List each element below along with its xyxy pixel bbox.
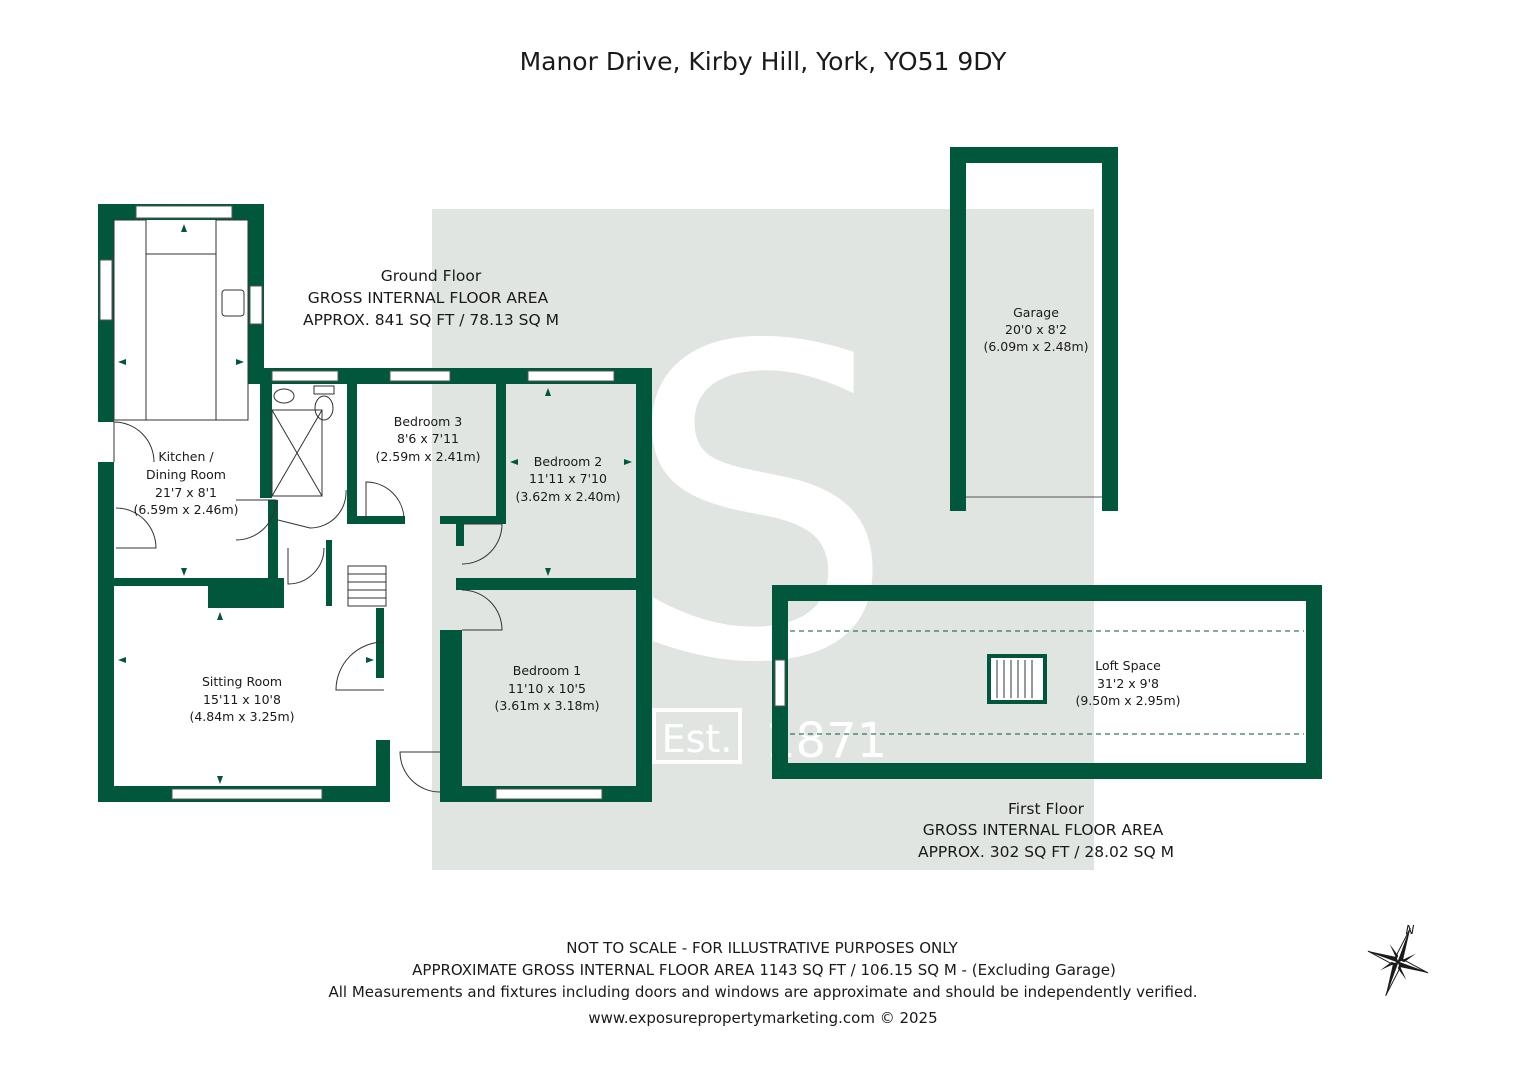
watermark: S Est. 1871	[432, 209, 1094, 870]
svg-text:Bedroom 1: Bedroom 1	[513, 663, 581, 678]
loft-walls	[772, 585, 1322, 779]
loft-hatch	[987, 654, 1047, 704]
svg-text:21'7 x 8'1: 21'7 x 8'1	[155, 485, 217, 500]
watermark-background	[432, 209, 1094, 870]
svg-text:15'11 x 10'8: 15'11 x 10'8	[203, 692, 281, 707]
loft-window	[774, 659, 786, 707]
footer-notes: NOT TO SCALE - FOR ILLUSTRATIVE PURPOSES…	[328, 939, 1197, 1027]
footer-disclaimer: NOT TO SCALE - FOR ILLUSTRATIVE PURPOSES…	[566, 939, 958, 957]
svg-text:(6.09m x 2.48m): (6.09m x 2.48m)	[983, 339, 1088, 354]
watermark-est: Est.	[662, 717, 733, 761]
svg-text:Kitchen /: Kitchen /	[158, 449, 214, 464]
room-label-bedroom1: Bedroom 1 11'10 x 10'5 (3.61m x 3.18m)	[494, 663, 599, 713]
svg-text:APPROX. 302 SQ FT / 28.02 SQ M: APPROX. 302 SQ FT / 28.02 SQ M	[918, 843, 1174, 861]
svg-text:11'11 x 7'10: 11'11 x 7'10	[529, 471, 607, 486]
room-label-bedroom3: Bedroom 3 8'6 x 7'11 (2.59m x 2.41m)	[375, 414, 480, 464]
svg-text:Loft Space: Loft Space	[1095, 658, 1161, 673]
svg-text:20'0 x 8'2: 20'0 x 8'2	[1005, 322, 1067, 337]
compass-icon	[1367, 927, 1429, 997]
svg-text:Garage: Garage	[1013, 305, 1059, 320]
svg-text:31'2 x 9'8: 31'2 x 9'8	[1097, 676, 1159, 691]
svg-text:(6.59m x 2.46m): (6.59m x 2.46m)	[133, 502, 238, 517]
svg-text:Bedroom 2: Bedroom 2	[534, 454, 602, 469]
ground-floor-fixtures	[113, 219, 503, 793]
room-label-sitting: Sitting Room 15'11 x 10'8 (4.84m x 3.25m…	[189, 674, 294, 724]
svg-text:APPROX. 841 SQ FT / 78.13 SQ M: APPROX. 841 SQ FT / 78.13 SQ M	[303, 311, 559, 329]
svg-text:(9.50m x 2.95m): (9.50m x 2.95m)	[1075, 693, 1180, 708]
footer-measurements-note: All Measurements and fixtures including …	[328, 983, 1197, 1001]
garage-walls	[950, 147, 1118, 511]
svg-text:8'6 x 7'11: 8'6 x 7'11	[397, 431, 459, 446]
footer-total-area: APPROXIMATE GROSS INTERNAL FLOOR AREA 11…	[412, 961, 1116, 979]
svg-text:(2.59m x 2.41m): (2.59m x 2.41m)	[375, 449, 480, 464]
svg-text:Dining Room: Dining Room	[146, 467, 226, 482]
svg-text:Bedroom 3: Bedroom 3	[394, 414, 462, 429]
ground-floor-label: Ground Floor GROSS INTERNAL FLOOR AREA A…	[303, 267, 559, 329]
room-label-garage: Garage 20'0 x 8'2 (6.09m x 2.48m)	[983, 305, 1088, 354]
svg-text:11'10 x 10'5: 11'10 x 10'5	[508, 681, 586, 696]
room-label-bedroom2: Bedroom 2 11'11 x 7'10 (3.62m x 2.40m)	[515, 454, 620, 504]
svg-text:GROSS INTERNAL FLOOR AREA: GROSS INTERNAL FLOOR AREA	[923, 821, 1164, 839]
svg-text:(3.61m x 3.18m): (3.61m x 3.18m)	[494, 698, 599, 713]
svg-text:GROSS INTERNAL FLOOR AREA: GROSS INTERNAL FLOOR AREA	[308, 289, 549, 307]
page-title: Manor Drive, Kirby Hill, York, YO51 9DY	[520, 47, 1008, 76]
watermark-est-box	[652, 708, 742, 764]
svg-text:Ground Floor: Ground Floor	[381, 267, 482, 285]
ground-floor-windows	[99, 205, 615, 800]
watermark-letter: S	[624, 257, 897, 757]
room-label-loft: Loft Space 31'2 x 9'8 (9.50m x 2.95m)	[1075, 658, 1180, 708]
first-floor-label: First Floor GROSS INTERNAL FLOOR AREA AP…	[918, 800, 1174, 861]
direction-arrows	[118, 224, 632, 784]
room-label-kitchen: Kitchen / Dining Room 21'7 x 8'1 (6.59m …	[133, 449, 238, 517]
compass-north-label: N	[1406, 923, 1415, 937]
svg-text:Sitting Room: Sitting Room	[202, 674, 282, 689]
footer-website: www.exposurepropertymarketing.com © 2025	[588, 1009, 937, 1027]
svg-text:First Floor: First Floor	[1008, 800, 1085, 818]
svg-text:(3.62m x 2.40m): (3.62m x 2.40m)	[515, 489, 620, 504]
svg-text:(4.84m x 3.25m): (4.84m x 3.25m)	[189, 709, 294, 724]
